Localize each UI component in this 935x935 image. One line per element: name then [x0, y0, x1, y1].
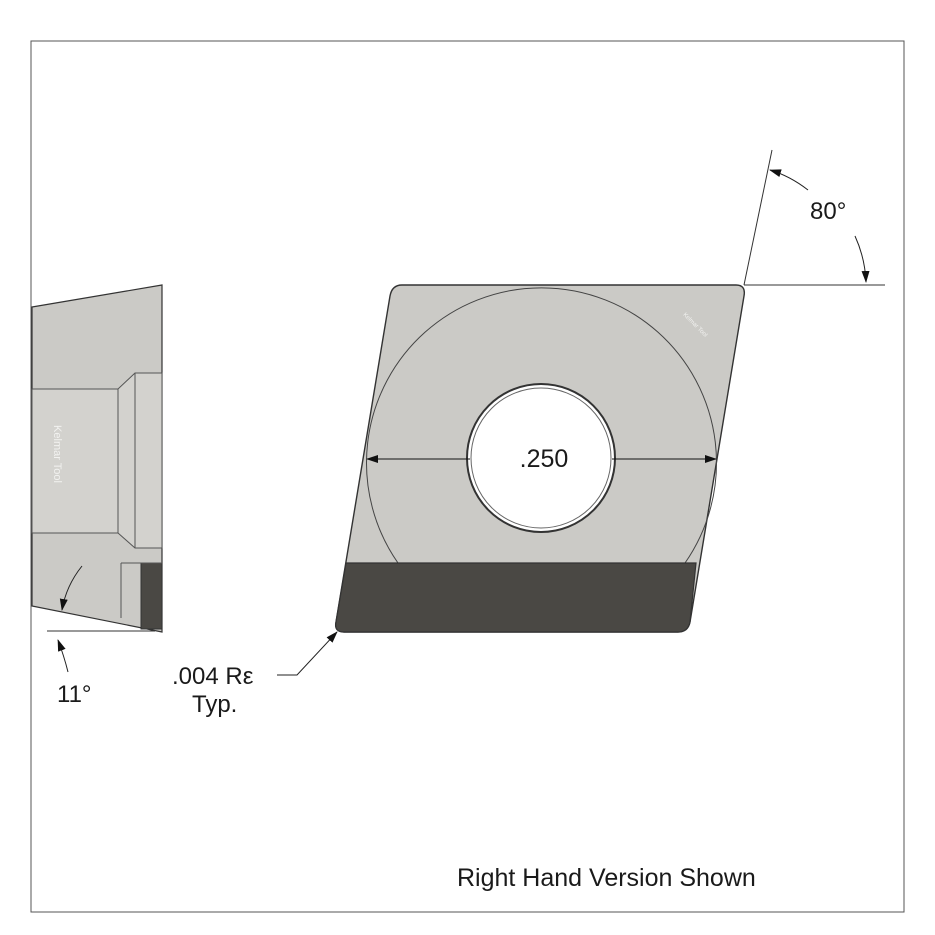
- clearance-angle-dimension: 11°: [47, 565, 155, 708]
- center-hole: [466, 383, 616, 533]
- hole-diameter-label: .250: [520, 445, 569, 473]
- side-view-hole-profile: [31, 372, 163, 549]
- version-note: Right Hand Version Shown: [457, 864, 756, 892]
- insert-side-view: Kelmar Tool: [31, 284, 163, 633]
- side-view-watermark: Kelmar Tool: [51, 425, 63, 483]
- corner-radius-dimension: .004 Rε Typ.: [172, 631, 338, 718]
- carbide-tip: [335, 562, 697, 633]
- corner-radius-note: Typ.: [192, 691, 237, 718]
- side-view-carbide-tip: [140, 562, 163, 630]
- drawing-frame: [30, 40, 905, 913]
- side-angle-label: 80°: [810, 198, 846, 225]
- hole-diameter-dimension: .250: [366, 445, 717, 473]
- insert-top-view: Kelmar Tool: [334, 284, 746, 633]
- inscribed-circle: [366, 287, 717, 564]
- corner-radius-label: .004 Rε: [172, 663, 254, 690]
- clearance-angle-label: 11°: [57, 681, 92, 708]
- side-angle-dimension: 80°: [743, 149, 885, 286]
